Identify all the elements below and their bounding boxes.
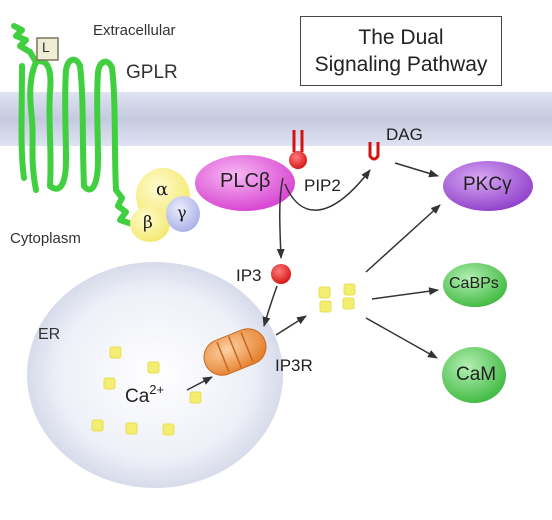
arrow-ip3r-release (275, 315, 307, 336)
title-line-1: The Dual (358, 26, 444, 49)
pip2-lipid (289, 130, 307, 169)
arrow-ca-to-cam (365, 317, 438, 359)
er-compartment (27, 262, 283, 488)
calcium-charge: 2+ (149, 382, 165, 397)
calcium-base: Ca (125, 386, 150, 407)
arrow-ca-to-ip3r (186, 376, 213, 391)
arrow-ca-to-pkc (365, 204, 441, 273)
dag-lipid (368, 142, 380, 161)
calcium-ions (91, 283, 356, 436)
arrow-pip2-to-ip3 (276, 177, 285, 259)
receptor-helices (11, 23, 135, 227)
plc-beta (195, 155, 295, 211)
plc-label: PLCβ (220, 170, 271, 192)
cam (442, 347, 506, 403)
g-beta-subunit (130, 206, 170, 242)
ip3-molecule (271, 264, 291, 284)
arrow-ca-to-cabps (371, 287, 439, 300)
cam-label: CaM (456, 364, 497, 385)
g-gamma-subunit (166, 196, 200, 232)
er-label: ER (38, 326, 61, 343)
dag-label: DAG (386, 125, 423, 144)
plasma-membrane (0, 92, 552, 146)
pkc-label: PKCγ (463, 174, 512, 195)
title-line-2: Signaling Pathway (314, 53, 488, 76)
arrow-pip2-to-dag (284, 169, 371, 211)
ip3r-label: IP3R (275, 356, 313, 375)
ligand-box (36, 37, 59, 61)
extracellular-label: Extracellular (93, 22, 176, 39)
ligand-label: L (42, 39, 50, 55)
pkc-gamma (443, 161, 533, 211)
cabps (443, 263, 507, 307)
gplr-label: GPLR (126, 62, 178, 83)
cabps-label: CaBPs (449, 275, 499, 292)
arrow-dag-to-pkc (394, 162, 439, 178)
beta-label: β (143, 213, 153, 233)
diagram-title: The Dual Signaling Pathway (300, 16, 502, 86)
ip3r-channel (203, 328, 267, 376)
pathway-arrows (186, 162, 441, 391)
arrow-ip3-to-ip3r (262, 285, 278, 327)
gamma-label: γ (177, 203, 187, 222)
alpha-label: α (156, 179, 169, 200)
pip2-label: PIP2 (304, 176, 341, 195)
calcium-label: Ca2+ (125, 382, 164, 408)
ip3-label: IP3 (236, 266, 262, 285)
cytoplasm-label: Cytoplasm (10, 230, 81, 247)
